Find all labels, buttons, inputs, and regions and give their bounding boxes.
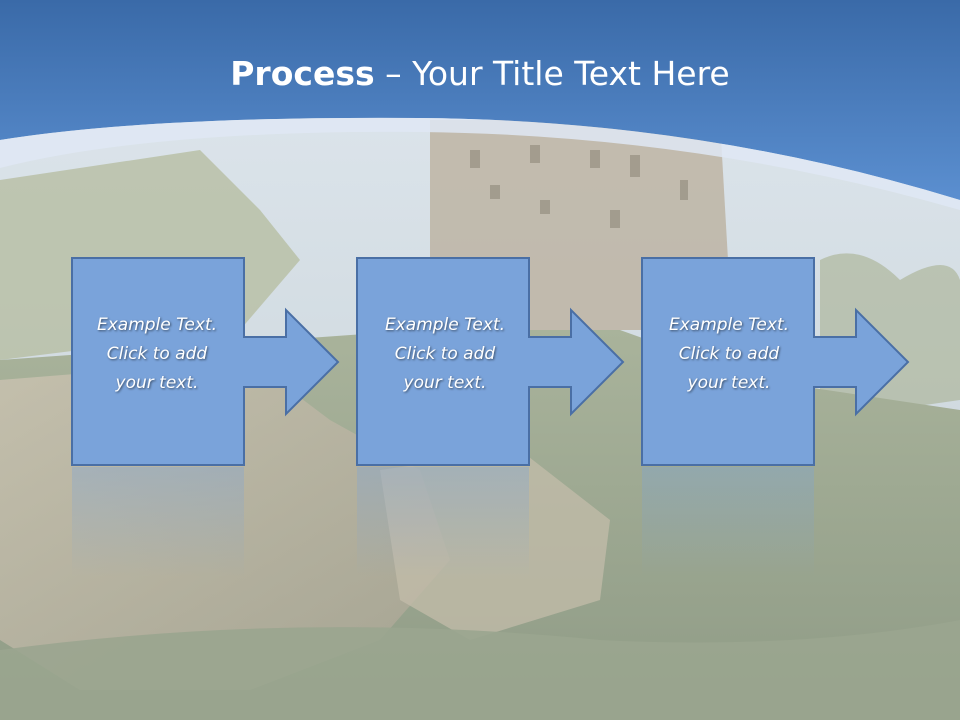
step-3-reflection [642,467,814,577]
step-2-text[interactable]: Example Text. Click to add your text. [384,315,506,393]
step-1-shape[interactable] [71,257,340,466]
title-rest: – Your Title Text Here [374,54,730,93]
step-1-text[interactable]: Example Text. Click to add your text. [96,315,218,393]
title-bold: Process [230,54,375,93]
step-1-reflection [72,467,244,577]
step-3-text[interactable]: Example Text. Click to add your text. [668,315,790,393]
step-3-shape[interactable] [641,257,910,466]
slide-title: Process – Your Title Text Here [0,52,960,96]
step-2-reflection [357,467,529,577]
step-2-shape[interactable] [356,257,625,466]
